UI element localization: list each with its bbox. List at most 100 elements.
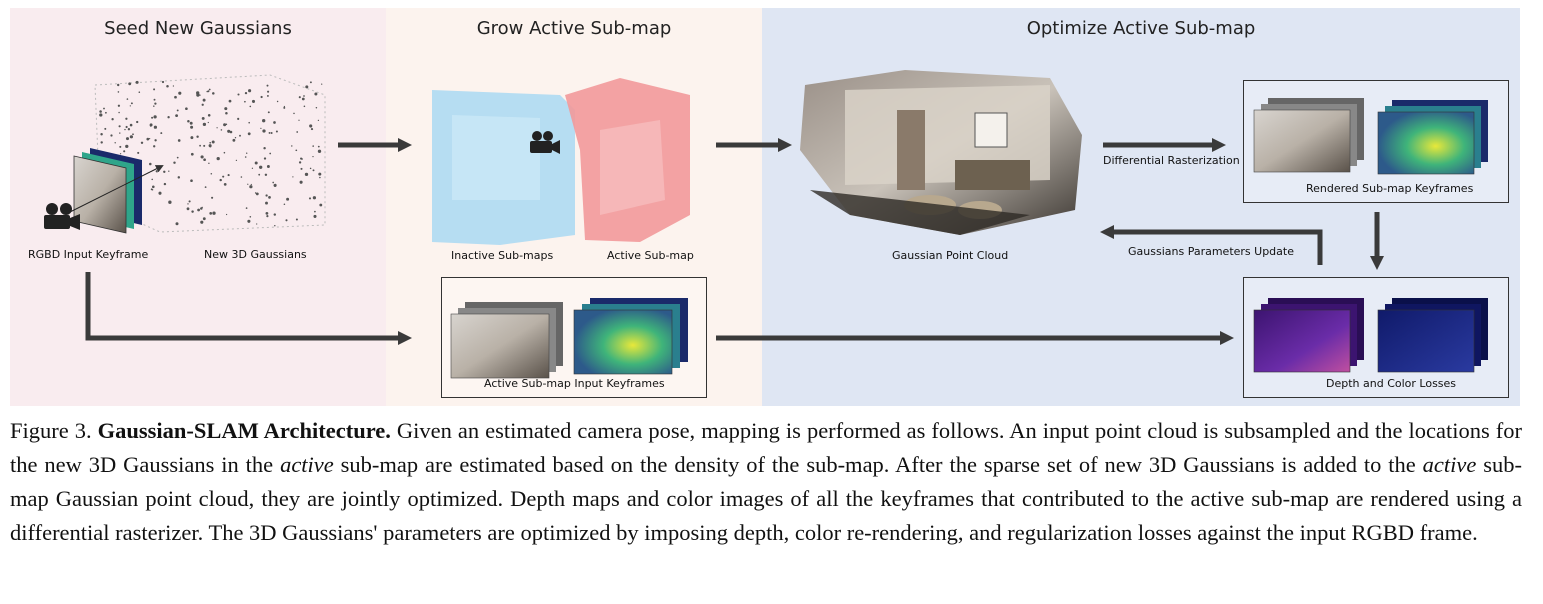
sparse-point	[177, 139, 181, 142]
sparse-point	[117, 83, 120, 87]
color-loss-map	[1253, 298, 1364, 373]
sparse-point	[268, 131, 271, 134]
sparse-point	[283, 105, 286, 108]
sparse-point	[266, 94, 269, 97]
sparse-point	[190, 136, 194, 140]
sparse-point	[117, 104, 121, 107]
sparse-point	[209, 141, 212, 144]
sparse-point	[298, 161, 302, 164]
sparse-point	[204, 186, 207, 189]
arrowheads	[398, 138, 1384, 345]
sparse-point	[235, 159, 238, 162]
sparse-point	[260, 127, 262, 130]
sparse-point	[129, 123, 133, 127]
sparse-point	[262, 119, 266, 123]
rgbd-input-label: RGBD Input Keyframe	[28, 248, 149, 261]
sparse-point	[244, 91, 248, 95]
rendered-color-stack	[1253, 98, 1364, 173]
sparse-point	[209, 212, 213, 215]
sparse-point	[267, 111, 270, 114]
sparse-point	[216, 156, 220, 161]
sparse-point	[166, 85, 169, 88]
sparse-point	[153, 145, 156, 148]
sparse-point	[149, 162, 152, 166]
sparse-point	[117, 91, 120, 93]
sparse-point	[202, 217, 206, 221]
sparse-point	[127, 128, 131, 131]
sparse-point	[191, 210, 194, 213]
sparse-point	[199, 144, 201, 147]
sparse-point	[250, 183, 252, 186]
sparse-point	[203, 158, 206, 162]
sparse-point	[136, 120, 139, 124]
sparse-point	[126, 98, 129, 100]
sparse-point	[175, 114, 179, 118]
sparse-point	[309, 124, 313, 128]
sparse-point	[246, 152, 248, 154]
sparse-point	[119, 132, 121, 134]
sparse-point	[240, 176, 243, 178]
sparse-point	[150, 188, 153, 191]
sparse-point	[105, 111, 107, 114]
sparse-point	[203, 144, 206, 147]
sparse-point	[100, 132, 103, 136]
sparse-point	[129, 105, 131, 107]
optimize-panel-title: Optimize Active Sub-map	[1026, 18, 1256, 39]
sparse-point	[319, 176, 321, 179]
sparse-point	[209, 145, 212, 148]
sparse-point	[148, 137, 151, 140]
sparse-point	[153, 88, 156, 91]
caption-text-2: sub-map are estimated based on the densi…	[333, 452, 1423, 477]
sparse-point	[176, 109, 179, 112]
sparse-point	[212, 211, 216, 215]
sparse-point	[201, 116, 205, 120]
sparse-point	[244, 100, 246, 103]
sparse-point	[154, 139, 157, 142]
sparse-point	[245, 207, 248, 209]
sparse-point	[202, 98, 206, 102]
sparse-point	[174, 95, 177, 99]
sparse-point	[153, 125, 158, 129]
sparse-point	[190, 125, 194, 129]
architecture-figure: Seed New Gaussians Grow Active Sub-map O…	[10, 8, 1520, 406]
sparse-point	[275, 130, 278, 133]
sparse-point	[197, 208, 200, 212]
sparse-point	[312, 196, 317, 200]
sparse-point	[296, 131, 299, 133]
camera-icon	[44, 203, 80, 230]
sparse-point	[119, 153, 122, 155]
sparse-point	[151, 178, 153, 181]
sparse-point	[227, 174, 230, 177]
sparse-point	[310, 128, 314, 131]
sparse-point	[259, 165, 263, 169]
sparse-point	[303, 105, 306, 108]
sparse-point	[234, 137, 237, 139]
sparse-point	[125, 117, 128, 120]
sparse-point	[225, 123, 228, 126]
sparse-point	[190, 152, 194, 156]
sparse-point	[223, 151, 226, 154]
sparse-point	[304, 172, 309, 177]
sparse-point	[223, 123, 227, 127]
sparse-point	[268, 196, 271, 199]
sparse-point	[319, 203, 323, 207]
sparse-point	[276, 100, 279, 103]
active-submap-label: Active Sub-map	[607, 249, 694, 262]
differential-rasterization-label: Differential Rasterization	[1103, 154, 1240, 167]
sparse-point	[269, 152, 272, 155]
sparse-point	[298, 96, 301, 99]
camera-icon	[530, 131, 560, 154]
sparse-point	[176, 156, 179, 159]
sparse-point	[172, 85, 175, 87]
caption-text-3: sub-map Gaussian point cloud, they are j…	[10, 452, 1523, 545]
sparse-point	[299, 180, 303, 184]
sparse-point	[263, 146, 266, 150]
flow-arrows	[85, 142, 1380, 341]
sparse-point	[153, 105, 155, 107]
sparse-point	[124, 128, 126, 131]
sparse-point	[295, 149, 298, 152]
sparse-point	[239, 134, 241, 137]
sparse-point	[291, 145, 293, 147]
sparse-point	[229, 130, 233, 134]
sparse-point	[225, 213, 228, 216]
